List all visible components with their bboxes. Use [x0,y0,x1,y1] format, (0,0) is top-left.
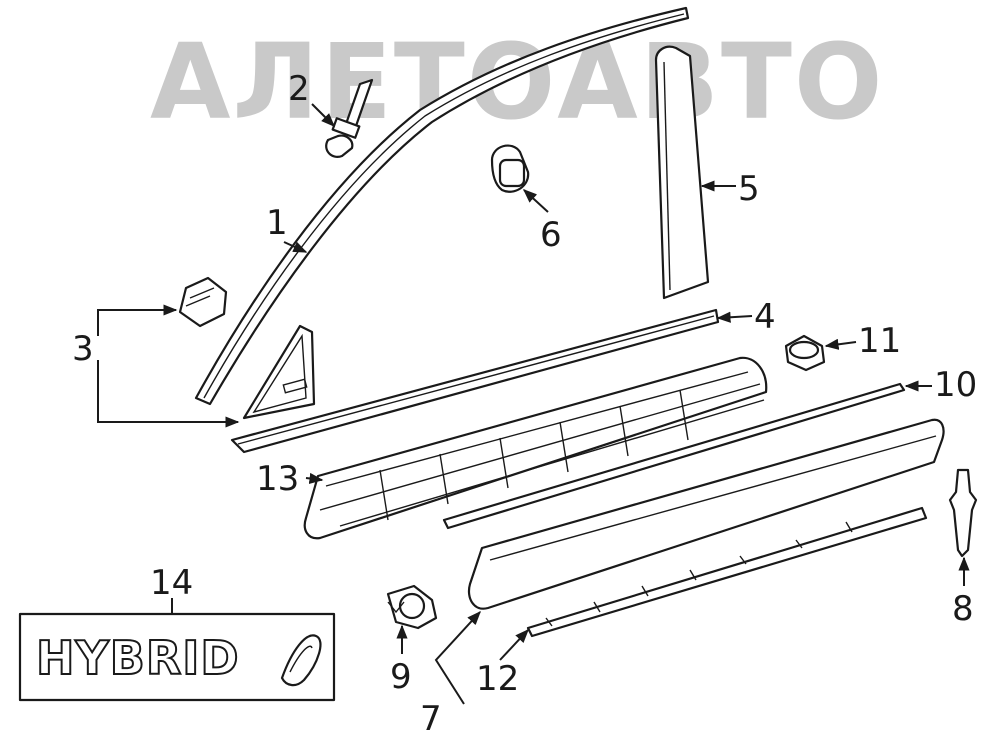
leader-2 [311,103,335,127]
leader-1 [283,241,308,253]
callout-10: 10 [934,365,977,405]
callout-2: 2 [288,69,310,109]
leader-13 [305,472,324,484]
leader-4 [716,311,753,323]
watermark-text: АЛЕТОАВТО [150,21,884,143]
callout-3: 3 [72,329,94,369]
leader-3-upper [97,304,178,336]
emblem-text: HYBRID [36,631,240,685]
part-14-hybrid-emblem: HYBRID [18,612,336,702]
callout-7: 7 [420,699,442,736]
leader-11 [824,338,857,350]
callout-1: 1 [266,203,288,243]
callout-6: 6 [540,215,562,255]
part-1-pillar-molding [194,6,690,406]
part-11-nut [784,334,826,372]
part-13-sill-panel [303,356,768,540]
callout-13: 13 [256,459,299,499]
callout-5: 5 [738,169,760,209]
part-7-rocker-molding [467,418,945,610]
callout-12: 12 [476,659,519,699]
leader-6 [522,189,549,213]
part-8-push-clip [948,468,978,558]
part-10-molding-strip [442,382,906,530]
leader-3-lower [97,360,240,428]
part-5-pillar-garnish [654,45,710,300]
part-12-lower-molding [526,506,928,638]
callout-9: 9 [390,657,412,697]
part-6-clip [490,144,530,193]
callout-11: 11 [858,321,901,361]
part-3-corner-garnish [242,324,316,420]
callout-8: 8 [952,589,974,629]
part-3-cap [178,276,228,328]
part-9-grommet [386,584,438,630]
callout-14: 14 [150,563,193,603]
leader-7 [434,610,481,705]
callout-4: 4 [754,297,776,337]
leader-12 [499,628,529,661]
